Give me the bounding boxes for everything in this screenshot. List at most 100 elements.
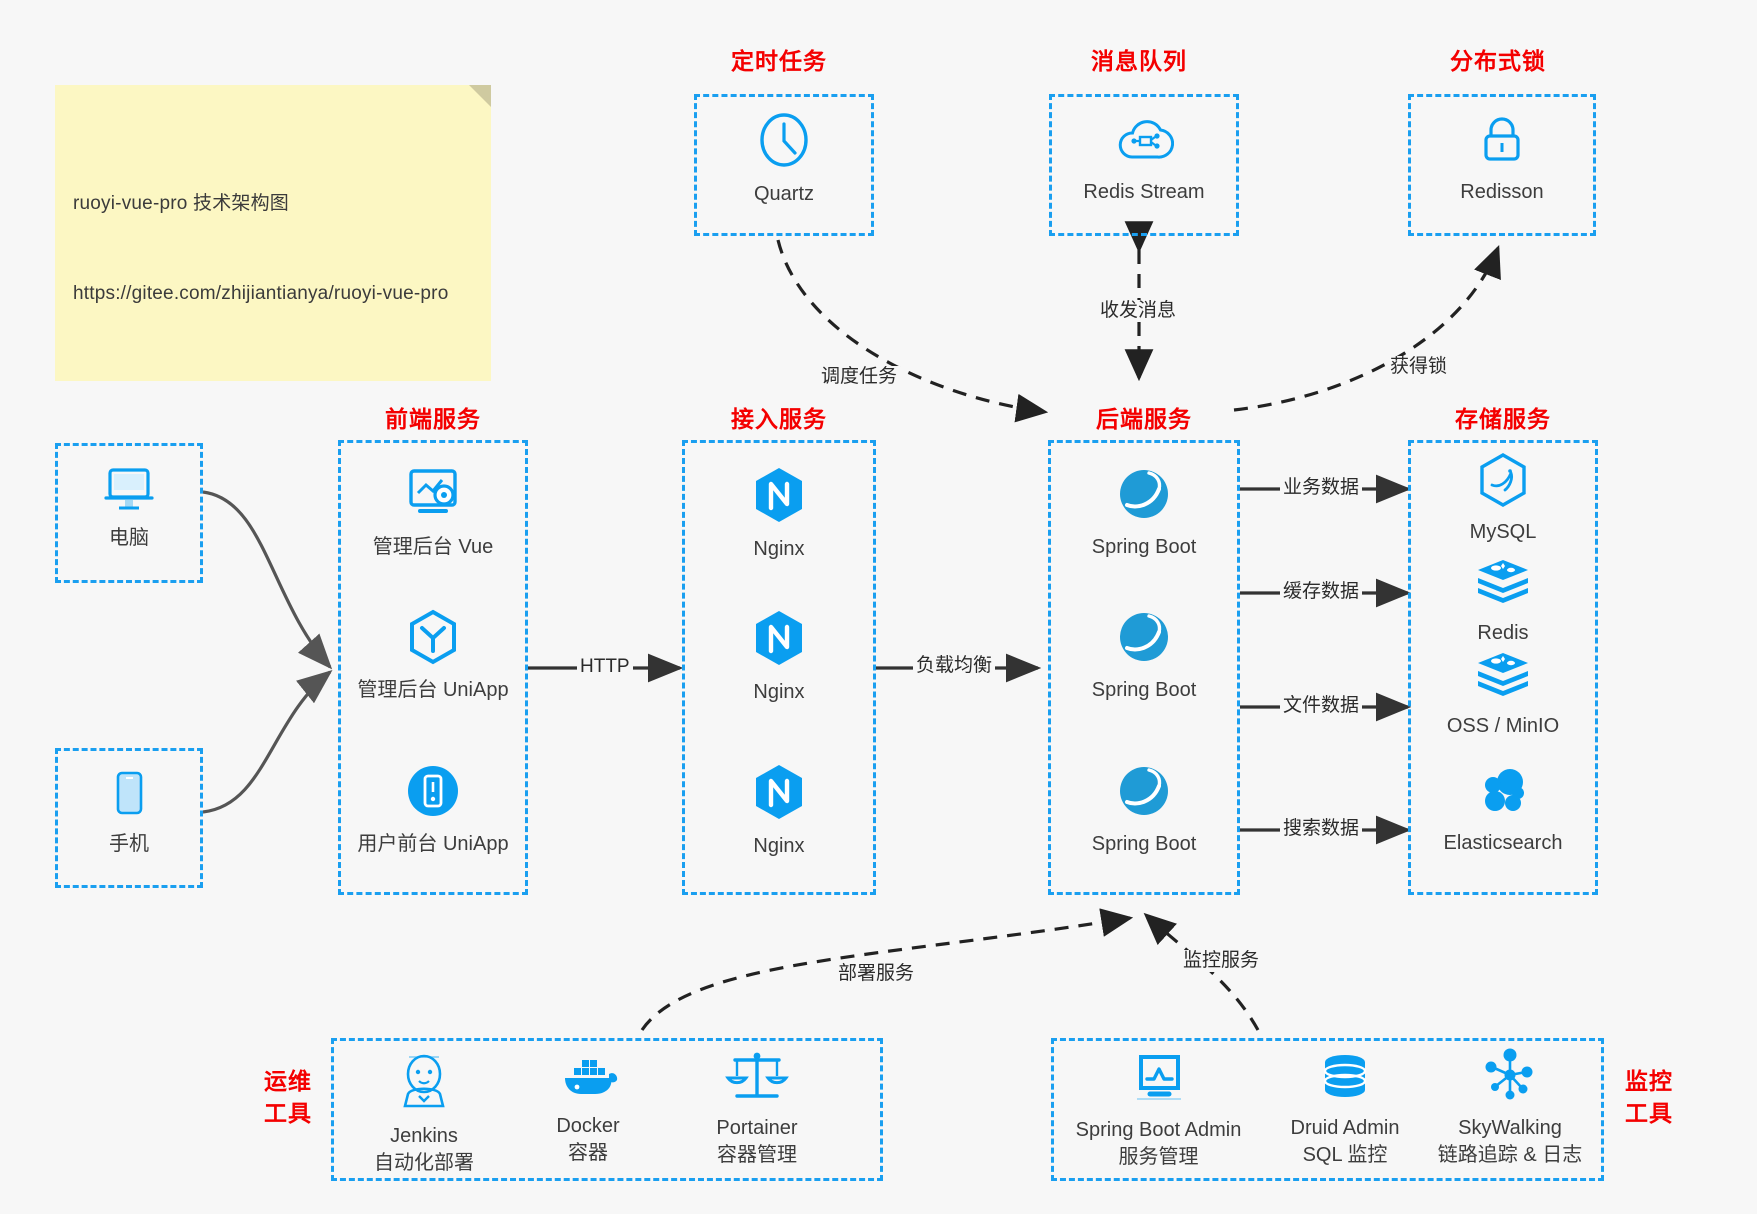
edge-label-search-data: 搜索数据 xyxy=(1280,818,1363,840)
node-nginx-1[interactable]: Nginx xyxy=(682,465,876,563)
node-label: Nginx xyxy=(753,835,805,857)
node-sublabel: 容器 xyxy=(568,1142,608,1164)
node-label: Nginx xyxy=(753,681,805,703)
node-elasticsearch[interactable]: Elasticsearch xyxy=(1408,765,1598,857)
mysql-icon xyxy=(1475,452,1531,513)
node-spring-boot-admin[interactable]: Spring Boot Admin 服务管理 xyxy=(1056,1052,1261,1171)
node-label: Spring Boot xyxy=(1091,679,1197,701)
node-label: Redisson xyxy=(1460,181,1544,203)
edge-label-load-balance: 负载均衡 xyxy=(913,655,996,677)
note-title: ruoyi-vue-pro 技术架构图 xyxy=(73,193,290,214)
dashboard-gear-icon xyxy=(402,465,464,528)
group-box-client-desktop xyxy=(55,443,203,583)
node-label: Druid Admin xyxy=(1290,1117,1400,1139)
node-label: Spring Boot xyxy=(1091,833,1197,855)
edge-label-acquire-lock: 获得锁 xyxy=(1387,356,1451,378)
group-title-storage: 存储服务 xyxy=(1455,406,1551,432)
group-box-backend xyxy=(1048,440,1240,895)
node-mysql[interactable]: MySQL xyxy=(1408,452,1598,546)
node-jenkins[interactable]: Jenkins 自动化部署 xyxy=(339,1052,509,1177)
spring-boot-icon xyxy=(1115,762,1173,825)
edge-label-http: HTTP xyxy=(577,656,633,678)
redis-icon xyxy=(1474,557,1532,614)
node-sublabel: 自动化部署 xyxy=(374,1152,474,1174)
group-title-backend: 后端服务 xyxy=(1096,406,1192,432)
node-label: 手机 xyxy=(109,833,149,855)
node-spring-boot-3[interactable]: Spring Boot xyxy=(1048,762,1240,858)
monitoring-title-line1: 监控 xyxy=(1625,1068,1673,1094)
node-redis-stream[interactable]: Redis Stream xyxy=(1049,112,1239,206)
edge-label-monitor-service: 监控服务 xyxy=(1180,950,1263,972)
node-label: Redis xyxy=(1477,622,1529,644)
group-box-message-queue xyxy=(1049,94,1239,236)
node-label: SkyWalking xyxy=(1458,1117,1562,1139)
devops-title-line2: 工具 xyxy=(264,1100,312,1126)
monitor-chart-icon xyxy=(1129,1052,1189,1111)
mobile-app-icon xyxy=(404,762,462,825)
node-druid-admin[interactable]: Druid Admin SQL 监控 xyxy=(1265,1052,1425,1169)
node-label: Spring Boot Admin xyxy=(1075,1119,1242,1141)
group-title-devops: 运维 工具 xyxy=(255,1065,321,1129)
node-quartz[interactable]: Quartz xyxy=(694,110,874,208)
group-title-message-queue: 消息队列 xyxy=(1091,48,1187,74)
diagram-note: ruoyi-vue-pro 技术架构图 https://gitee.com/zh… xyxy=(55,85,491,381)
node-label: OSS / MinIO xyxy=(1446,715,1560,737)
group-title-monitoring: 监控 工具 xyxy=(1616,1065,1682,1129)
nginx-icon xyxy=(750,608,808,673)
node-admin-uniapp[interactable]: 管理后台 UniApp xyxy=(338,608,528,704)
monitoring-title-line2: 工具 xyxy=(1625,1100,1673,1126)
edge-label-send-receive-message: 收发消息 xyxy=(1097,300,1180,322)
docker-icon xyxy=(557,1052,619,1107)
node-redis[interactable]: Redis xyxy=(1408,557,1598,647)
node-mobile[interactable]: 手机 xyxy=(55,768,203,858)
node-spring-boot-2[interactable]: Spring Boot xyxy=(1048,608,1240,704)
node-desktop[interactable]: 电脑 xyxy=(55,462,203,552)
node-label: Jenkins xyxy=(390,1125,458,1147)
node-sublabel: 服务管理 xyxy=(1118,1146,1199,1168)
node-label: 管理后台 Vue xyxy=(372,536,494,558)
node-redisson[interactable]: Redisson xyxy=(1408,112,1596,206)
edge-label-cache-data: 缓存数据 xyxy=(1280,581,1363,603)
note-url: https://gitee.com/zhijiantianya/ruoyi-vu… xyxy=(73,283,449,304)
edge-label-business-data: 业务数据 xyxy=(1280,477,1363,499)
uniapp-hexagon-icon xyxy=(404,608,462,671)
group-box-monitoring xyxy=(1051,1038,1604,1181)
node-user-uniapp[interactable]: 用户前台 UniApp xyxy=(338,762,528,858)
edge-label-deploy-service: 部署服务 xyxy=(835,963,918,985)
node-nginx-3[interactable]: Nginx xyxy=(682,762,876,860)
nginx-icon xyxy=(750,465,808,530)
group-box-storage xyxy=(1408,440,1598,895)
database-stack-icon xyxy=(1316,1052,1374,1109)
node-label: MySQL xyxy=(1469,521,1537,543)
jenkins-icon xyxy=(395,1052,453,1117)
edge-label-file-data: 文件数据 xyxy=(1280,695,1363,717)
group-box-scheduled-task xyxy=(694,94,874,236)
group-box-gateway xyxy=(682,440,876,895)
node-label: Spring Boot xyxy=(1091,536,1197,558)
lock-icon xyxy=(1473,112,1531,173)
mobile-phone-icon xyxy=(104,768,154,825)
node-skywalking[interactable]: SkyWalking 链路追踪 & 日志 xyxy=(1420,1046,1600,1169)
node-label: Nginx xyxy=(753,538,805,560)
node-spring-boot-1[interactable]: Spring Boot xyxy=(1048,465,1240,561)
node-admin-vue[interactable]: 管理后台 Vue xyxy=(338,465,528,561)
node-label: Quartz xyxy=(753,183,815,205)
node-label: 电脑 xyxy=(109,527,149,549)
group-title-scheduled-task: 定时任务 xyxy=(731,48,827,74)
group-box-devops xyxy=(331,1038,883,1181)
oss-minio-icon xyxy=(1474,650,1532,707)
node-nginx-2[interactable]: Nginx xyxy=(682,608,876,706)
node-sublabel: 链路追踪 & 日志 xyxy=(1437,1144,1583,1166)
node-portainer[interactable]: Portainer 容器管理 xyxy=(667,1048,847,1169)
note-fold-corner xyxy=(469,85,491,107)
node-docker[interactable]: Docker 容器 xyxy=(503,1052,673,1167)
group-box-distributed-lock xyxy=(1408,94,1596,236)
group-box-frontend xyxy=(338,440,528,895)
desktop-computer-icon xyxy=(101,462,157,519)
skywalking-node-icon xyxy=(1480,1046,1540,1109)
node-oss-minio[interactable]: OSS / MinIO xyxy=(1408,650,1598,740)
node-sublabel: 容器管理 xyxy=(717,1144,797,1166)
cloud-stream-icon xyxy=(1114,112,1174,173)
devops-title-line1: 运维 xyxy=(264,1068,312,1094)
